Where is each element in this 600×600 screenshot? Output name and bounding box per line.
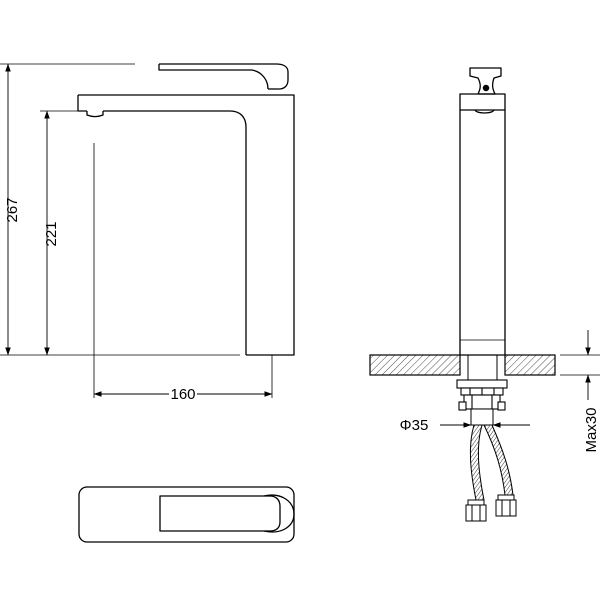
spout-reach-label: 160 xyxy=(170,386,195,403)
side-body xyxy=(459,109,506,356)
mounting-nut xyxy=(456,379,508,411)
max-deck-thickness-label: Max30 xyxy=(583,407,600,452)
side-view xyxy=(459,67,506,356)
dimension-spout-reach: 160 xyxy=(93,386,273,403)
countertop-section xyxy=(369,354,556,380)
flexible-hoses xyxy=(465,408,517,522)
front-extension-lines xyxy=(0,63,273,398)
spout-height-label: 221 xyxy=(43,221,60,246)
handle-knob xyxy=(469,67,502,95)
dimension-spout-height: 221 xyxy=(43,110,60,356)
overall-height-label: 267 xyxy=(4,197,21,222)
hose-diameter-label: Φ35 xyxy=(400,417,429,434)
faucet-body xyxy=(77,94,295,356)
handle-lever xyxy=(158,63,289,90)
dimension-hose-diameter: Φ35 xyxy=(400,417,530,434)
top-view xyxy=(78,486,295,543)
front-view xyxy=(77,63,295,356)
dimension-max-deck-thickness: Max30 xyxy=(560,330,600,453)
dimension-overall-height: 267 xyxy=(4,63,21,356)
